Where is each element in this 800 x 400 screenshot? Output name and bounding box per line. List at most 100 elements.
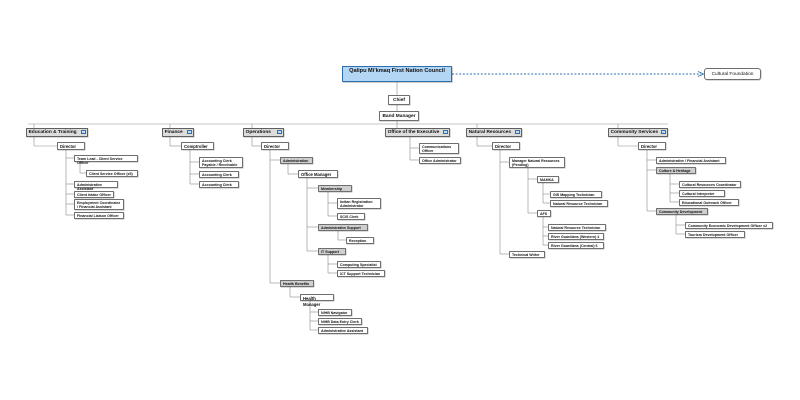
afs-item-river-guardians-central[interactable]: River Guardians (Central) 6	[548, 242, 604, 249]
item-label: Cultural Interpreter	[682, 191, 715, 196]
operations-director[interactable]: Director	[261, 142, 289, 150]
operations-administrative-support[interactable]: Administrative Support	[318, 224, 368, 231]
item-label: Computing Specialist	[340, 262, 377, 267]
afs-item-river-guardians-western[interactable]: River Guardians (Western) 4	[548, 233, 604, 240]
community-dev-item-tourism-development-officer[interactable]: Tourism Development Officer	[685, 231, 745, 238]
natural-resources-afs[interactable]: AFS	[537, 210, 551, 217]
band-manager-node[interactable]: Band Manager	[379, 111, 419, 121]
item-label: Manager Natural Resources (Pending)	[512, 158, 561, 167]
membership-item-indian-registration[interactable]: Indian Registration Administrator	[337, 198, 381, 209]
edu-item-team-lead[interactable]: Team Lead - Client Service Officer	[74, 155, 138, 165]
finance-item-accounting-clerk-payable[interactable]: Accounting Clerk Payable / Receivable	[199, 157, 243, 168]
item-label: Administrative Assistant	[321, 328, 364, 333]
section-natural-resources[interactable]: Natural Resources -	[466, 128, 522, 137]
item-label: NIHB Navigator	[321, 310, 348, 315]
collapse-toggle-icon[interactable]: -	[660, 130, 666, 135]
health-item-nihb-data-entry-clerk[interactable]: NIHB Data Entry Clerk	[318, 318, 362, 325]
operations-health-manager[interactable]: Health Manager	[300, 294, 334, 307]
natural-resources-technical-writer[interactable]: Technical Writer	[509, 251, 545, 258]
section-operations[interactable]: Operations -	[243, 128, 284, 137]
item-label: Accounting Clerk Payable / Receivable	[202, 158, 238, 167]
operations-it-support[interactable]: IT Support	[318, 248, 346, 255]
item-label: Reception	[349, 238, 367, 243]
edu-item-client-intake-officer[interactable]: Client Intake Officer	[74, 191, 114, 198]
culture-item-cultural-resources-coordinator[interactable]: Cultural Resources Coordinator	[679, 181, 741, 188]
community-item-admin-financial-assistant[interactable]: Administrative / Financial Assistant	[656, 157, 726, 164]
director-label: Director	[264, 143, 281, 149]
item-label: Team Lead - Client Service Officer	[77, 156, 124, 165]
it-item-ict-support-technician[interactable]: ICT Support Technician	[337, 270, 385, 277]
section-community-services[interactable]: Community Services -	[608, 128, 668, 137]
item-label: Community Development	[659, 209, 703, 214]
finance-comptroller[interactable]: Comptroller	[181, 142, 214, 150]
culture-item-cultural-interpreter[interactable]: Cultural Interpreter	[679, 190, 725, 197]
operations-membership[interactable]: Membership	[318, 185, 352, 192]
health-item-administrative-assistant[interactable]: Administrative Assistant	[318, 327, 368, 334]
chief-node[interactable]: Chief	[388, 95, 410, 105]
section-office-of-the-executive[interactable]: Office of the Executive -	[385, 128, 450, 137]
arrowhead-icon	[697, 71, 705, 77]
item-label: Client Service Officer (x5)	[89, 171, 133, 176]
edu-item-financial-liaison-officer[interactable]: Financial Liaison Officer	[74, 212, 124, 219]
director-label: Director	[641, 143, 658, 149]
item-label: Administrative / Financial Assistant	[659, 158, 720, 163]
director-label: Comptroller	[184, 143, 208, 149]
membership-item-scis-clerk[interactable]: SCIS Clerk	[337, 213, 365, 220]
it-item-computing-specialist[interactable]: Computing Specialist	[337, 261, 381, 268]
finance-item-accounting-clerk-1[interactable]: Accounting Clerk	[199, 171, 239, 178]
operations-office-manager[interactable]: Office Manager	[298, 170, 338, 178]
root-label: Qalipu Mi'kmaq First Nation Council	[349, 68, 445, 74]
item-label: Health Manager	[303, 295, 321, 307]
finance-item-accounting-clerk-2[interactable]: Accounting Clerk	[199, 181, 239, 188]
item-label: GIS Mapping Technician	[553, 192, 595, 197]
health-item-nihb-navigator[interactable]: NIHB Navigator	[318, 309, 352, 316]
edu-item-client-service-officer[interactable]: Client Service Officer (x5)	[86, 170, 138, 177]
item-label: NIHB Data Entry Clerk	[321, 319, 359, 324]
external-node-cultural-foundation[interactable]: Cultural Foundation	[704, 68, 761, 80]
item-label: Natural Resource Technician	[551, 225, 601, 230]
item-label: Employment Coordinator / Financial Assis…	[77, 200, 122, 209]
section-label: Natural Resources	[468, 130, 511, 135]
operations-health-benefits[interactable]: Health Benefits	[280, 280, 314, 287]
band-manager-label: Band Manager	[382, 113, 416, 119]
edu-item-administrative-assistant[interactable]: Administrative Assistant	[74, 181, 118, 191]
community-culture-heritage[interactable]: Culture & Heritage	[656, 167, 696, 174]
collapse-toggle-icon[interactable]: -	[80, 130, 86, 135]
item-label: Health Benefits	[283, 281, 310, 286]
director-label: Director	[495, 143, 512, 149]
collapse-toggle-icon[interactable]: -	[186, 130, 192, 135]
community-dev-item-economic-development-officer[interactable]: Community Economic Development Officer x…	[685, 222, 773, 229]
collapse-toggle-icon[interactable]: -	[276, 130, 282, 135]
item-label: ICT Support Technician	[340, 271, 381, 276]
chief-label: Chief	[393, 97, 405, 103]
mamka-item-natural-resource-technician[interactable]: Natural Resource Technician	[550, 200, 608, 207]
item-label: Educational Outreach Officer	[682, 200, 732, 205]
item-label: AFS	[540, 211, 548, 216]
external-label: Cultural Foundation	[711, 71, 754, 77]
section-education-training[interactable]: Education & Training -	[26, 128, 88, 137]
natural-resources-manager[interactable]: Manager Natural Resources (Pending)	[509, 157, 565, 168]
root-node[interactable]: Qalipu Mi'kmaq First Nation Council	[342, 66, 452, 82]
item-label: Membership	[321, 186, 343, 191]
culture-item-educational-outreach-officer[interactable]: Educational Outreach Officer	[679, 199, 739, 206]
edu-item-employment-coordinator[interactable]: Employment Coordinator / Financial Assis…	[74, 199, 124, 210]
section-finance[interactable]: Finance -	[162, 128, 194, 137]
collapse-toggle-icon[interactable]: -	[514, 130, 520, 135]
exec-item-communications-officer[interactable]: Communications Officer	[419, 143, 459, 154]
education-director[interactable]: Director	[57, 142, 85, 150]
item-label: Client Intake Officer	[77, 192, 111, 197]
community-development[interactable]: Community Development	[656, 208, 708, 215]
admin-support-item-reception[interactable]: Reception	[346, 237, 374, 244]
community-services-director[interactable]: Director	[638, 142, 666, 150]
collapse-toggle-icon[interactable]: -	[442, 130, 448, 135]
natural-resources-director[interactable]: Director	[492, 142, 520, 150]
natural-resources-mamka[interactable]: MAMKA	[537, 176, 559, 183]
exec-item-office-administrator[interactable]: Office Administrator	[419, 157, 461, 164]
mamka-item-gis-mapping-technician[interactable]: GIS Mapping Technician	[550, 191, 602, 198]
item-label: Cultural Resources Coordinator	[682, 182, 737, 187]
operations-administration[interactable]: Administration	[280, 157, 313, 164]
item-label: Financial Liaison Officer	[77, 213, 119, 218]
afs-item-natural-resource-technician[interactable]: Natural Resource Technician	[548, 224, 606, 231]
